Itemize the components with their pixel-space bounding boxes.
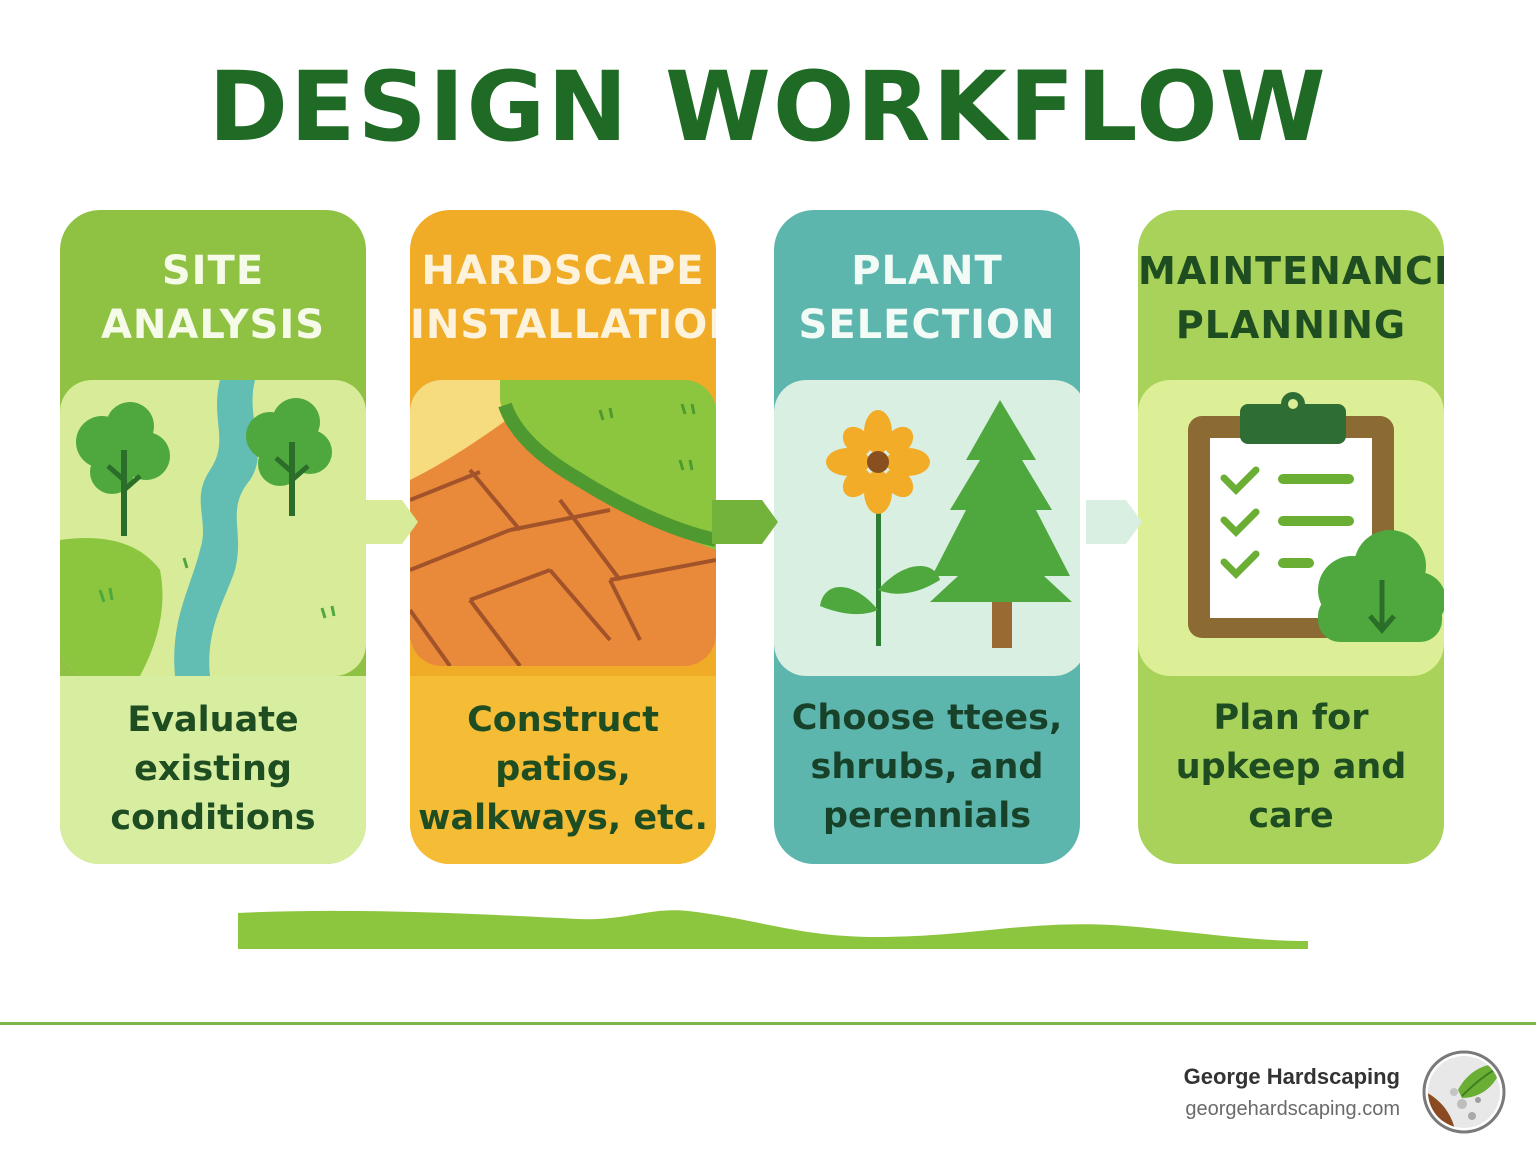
brand-name: George Hardscaping	[1183, 1064, 1400, 1089]
step-description-line: patios,	[495, 749, 631, 789]
step-description-line: perennials	[822, 796, 1032, 836]
step-card-plant-selection: PLANT SELECTION Choose ttees, shrubs, an…	[774, 210, 1080, 864]
step-heading: MAINTENANCE PLANNING	[1138, 244, 1444, 352]
step-description: Plan for upkeep and care	[1138, 694, 1444, 841]
step-description-line: Choose ttees,	[791, 698, 1063, 738]
arrow-connector-icon	[712, 500, 778, 544]
step-heading-line: MAINTENANCE	[1138, 249, 1444, 293]
step-heading-line: SELECTION	[798, 302, 1056, 348]
page-title: DESIGN WORKFLOW	[208, 51, 1328, 163]
step-description: Choose ttees, shrubs, and perennials	[774, 694, 1080, 841]
step-heading-line: PLANT	[851, 248, 1003, 294]
flower-and-pine-tree-icon	[774, 380, 1080, 676]
step-heading: SITE ANALYSIS	[60, 244, 366, 352]
step-description-line: care	[1248, 796, 1334, 836]
step-description-line: upkeep and	[1175, 747, 1407, 787]
step-heading: HARDSCAPE INSTALLATION	[410, 244, 716, 352]
arrow-connector-icon	[358, 500, 418, 544]
clipboard-checklist-shrub-icon	[1138, 380, 1444, 676]
paver-walkway-icon	[410, 380, 716, 666]
footer-divider	[0, 1022, 1536, 1025]
step-description-line: shrubs, and	[810, 747, 1044, 787]
step-heading-line: HARDSCAPE	[421, 248, 705, 294]
step-card-hardscape-installation: HARDSCAPE INSTALLATION Construct patios,…	[410, 210, 716, 864]
step-description-line: conditions	[110, 798, 316, 838]
step-description-line: walkways, etc.	[418, 798, 708, 838]
grass-wave-divider	[238, 910, 1308, 949]
step-description-line: Plan for	[1213, 698, 1369, 738]
step-heading-line: SITE	[161, 248, 265, 294]
step-description-line: Construct	[467, 700, 659, 740]
step-description-line: existing	[134, 749, 292, 789]
step-heading-line: PLANNING	[1175, 303, 1407, 347]
step-description: Evaluate existing conditions	[60, 676, 366, 864]
george-hardscaping-logo-icon	[1422, 1050, 1506, 1134]
step-heading-line: INSTALLATION	[410, 302, 716, 348]
brand-url[interactable]: georgehardscaping.com	[1185, 1098, 1400, 1120]
step-card-maintenance-planning: MAINTENANCE PLANNING Plan for upkeep and…	[1138, 210, 1444, 864]
landscape-river-trees-icon	[60, 380, 366, 676]
step-heading: PLANT SELECTION	[774, 244, 1080, 352]
step-description: Construct patios, walkways, etc.	[410, 676, 716, 864]
step-description-line: Evaluate	[127, 700, 299, 740]
arrow-connector-icon	[1086, 500, 1142, 544]
step-heading-line: ANALYSIS	[100, 302, 326, 348]
step-card-site-analysis: SITE ANALYSIS Evaluate existing conditio…	[60, 210, 366, 864]
